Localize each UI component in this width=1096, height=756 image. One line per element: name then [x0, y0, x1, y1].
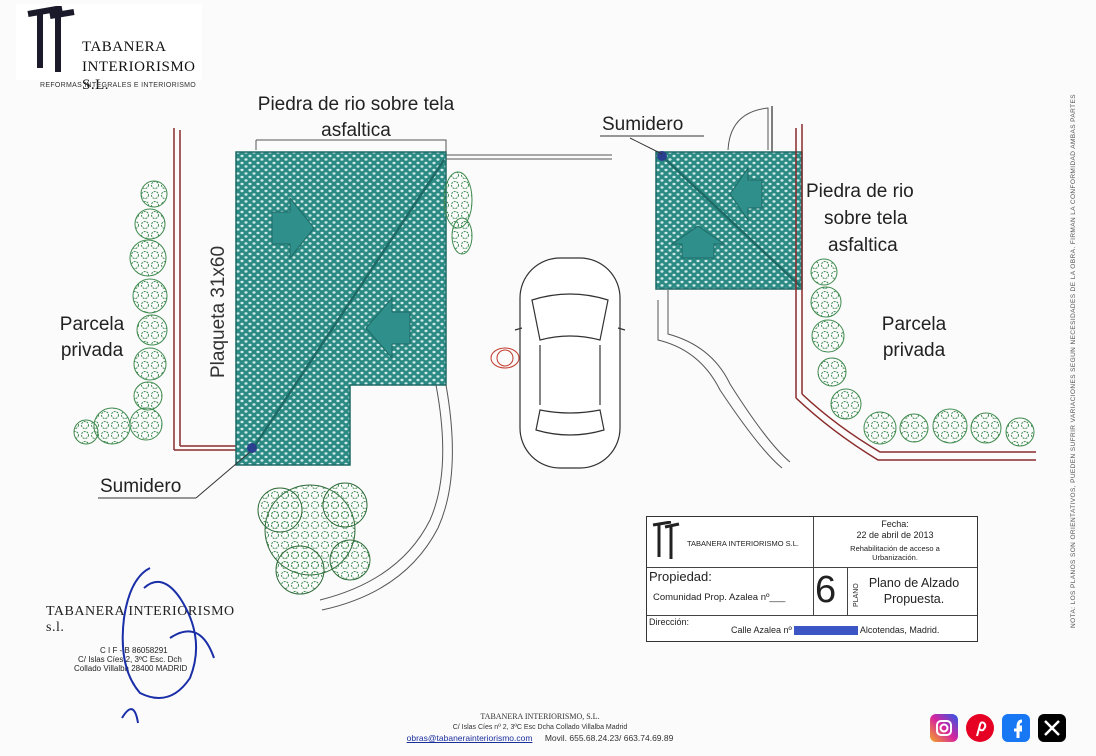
- side-note: NOTA: LOS PLANOS SON ORIENTATIVOS, PUEDE…: [1070, 94, 1077, 628]
- stamp-cif: C I F - B 86058291: [100, 646, 168, 655]
- left-boundary-wall: [173, 128, 238, 451]
- fecha-label: Fecha:: [881, 519, 909, 529]
- parcel-label-right: Parcela privada: [862, 312, 966, 364]
- redacted-number: [793, 626, 858, 636]
- footer-name: TABANERA INTERIORISMO, S.L.: [480, 712, 600, 721]
- stone-label-right-line1: Piedra de rio: [806, 181, 914, 202]
- flow-arrow-right-icon: [271, 196, 315, 260]
- door-swing: [727, 107, 769, 151]
- social-links: [930, 714, 1066, 742]
- drain-top-leader-diag: [629, 137, 663, 155]
- car-icon: [514, 257, 626, 469]
- left-curb-curve-outer: [321, 384, 453, 611]
- right-shrubs: [810, 258, 1035, 447]
- footer-address: C/ Islas Cíes nº 2, 3ºC Esc Dcha Collado…: [452, 724, 628, 731]
- footer-email-link[interactable]: obras@tabanerainteriorismo.com: [406, 733, 533, 743]
- drain-label-bottom: Sumidero: [100, 476, 182, 497]
- person-icon: [490, 347, 520, 369]
- company-logo: TABANERA INTERIORISMO S.L. REFORMAS INTE…: [16, 4, 202, 93]
- direccion-value: Calle Azalea nº Alcotendas, Madrid.: [731, 625, 940, 636]
- access-edge: [446, 154, 612, 160]
- logo-tagline: REFORMAS INTEGRALES E INTERIORISMO: [40, 82, 197, 89]
- plano-title: Plano de Alzado Propuesta.: [868, 576, 960, 606]
- direccion-label: Dirección:: [649, 617, 690, 627]
- propiedad-label: Propiedad:: [649, 569, 712, 584]
- stone-label-right-line3: asfaltica: [828, 235, 898, 256]
- logo-line2: INTERIORISMO S.L.: [82, 59, 196, 93]
- drain-label-top: Sumidero: [602, 114, 684, 135]
- parcel-right-line1: Parcela: [881, 314, 947, 335]
- obra-description: Rehabilitación de acceso a Urbanización.: [850, 544, 940, 562]
- left-drain-icon: [247, 443, 257, 453]
- plant-icon: [443, 171, 473, 255]
- right-boundary-wall: [795, 124, 1036, 461]
- signature-icon: [121, 567, 215, 724]
- instagram-icon[interactable]: [930, 714, 958, 742]
- right-drain-icon: [657, 151, 667, 161]
- left-drain-line: [250, 159, 446, 451]
- flow-arrow-up-icon: [670, 225, 726, 259]
- direccion-prefix: Calle Azalea nº: [731, 625, 792, 635]
- left-paving-area: [235, 151, 447, 466]
- direccion-suffix: Alcotendas, Madrid.: [859, 625, 940, 635]
- logo-line1: TABANERA: [82, 39, 167, 55]
- x-icon[interactable]: [1038, 714, 1066, 742]
- right-curb-curve: [657, 300, 783, 469]
- left-curb-curve: [319, 384, 444, 601]
- parcel-left-line1: Parcela: [59, 314, 125, 335]
- fecha-value: 22 de abril de 2013: [856, 530, 934, 540]
- title-block: TABANERA INTERIORISMO S.L. Fecha: 22 de …: [646, 516, 978, 642]
- tree-icon: [257, 482, 371, 595]
- stamp-addr1: C/ Islas Cíes 2, 3ºC Esc. Dch: [78, 655, 182, 664]
- company-stamp: TABANERA INTERIORISMO s.l. C I F - B 860…: [46, 604, 236, 673]
- drain-bottom-leader-diag: [195, 451, 251, 499]
- footer-phone: Movil. 655.68.24.23/ 663.74.69.89: [544, 733, 674, 743]
- left-shrubs: [73, 180, 168, 445]
- facebook-icon[interactable]: [1002, 714, 1030, 742]
- flow-arrow-left-icon: [365, 296, 411, 360]
- tile-label: Plaqueta 31x60: [208, 245, 229, 378]
- stamp-name: TABANERA INTERIORISMO s.l.: [46, 604, 235, 635]
- pinterest-icon[interactable]: [966, 714, 994, 742]
- stamp-addr2: Collado Villalba 28400 MADRID: [74, 664, 188, 673]
- stone-label-right-line2: sobre tela: [824, 208, 908, 229]
- title-block-logo-icon: [652, 521, 680, 559]
- right-curb-curve-inner: [667, 290, 791, 463]
- title-block-company: TABANERA INTERIORISMO S.L.: [687, 539, 799, 548]
- left-top-edge: [255, 139, 447, 152]
- stone-label-top: Piedra de rio sobre tela asfaltica: [257, 94, 455, 141]
- parcel-right-line2: privada: [882, 340, 946, 361]
- plano-number: 6: [815, 569, 837, 611]
- flow-arrow-right-paving-icon: [729, 166, 763, 222]
- footer: TABANERA INTERIORISMO, S.L. C/ Islas Cíe…: [330, 712, 750, 743]
- logo-mark-icon: [27, 6, 75, 72]
- right-drain-line: [661, 155, 801, 287]
- stone-label-right: Piedra de rio sobre tela asfaltica: [806, 178, 914, 259]
- propiedad-value: Comunidad Prop. Azalea nº___: [653, 592, 786, 603]
- parcel-label-left: Parcela privada: [40, 312, 144, 364]
- parcel-left-line2: privada: [60, 340, 124, 361]
